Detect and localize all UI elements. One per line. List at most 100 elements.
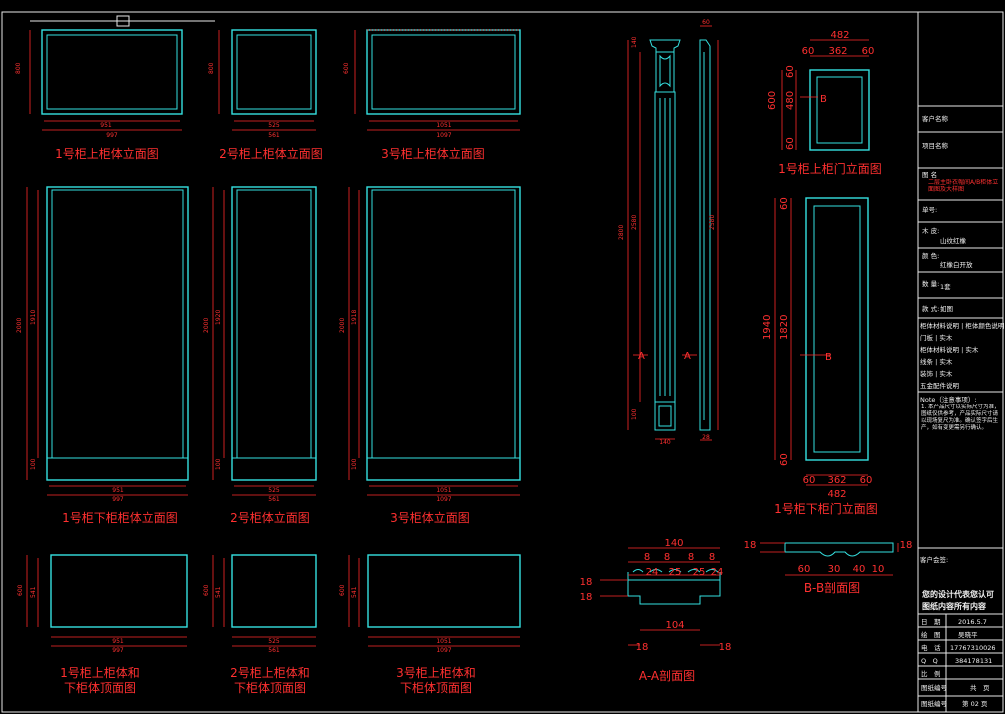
dim-pil-top: 140 (631, 36, 638, 48)
dim-dl-s1: 60 (779, 197, 790, 210)
dim-pil-h: 2800 (618, 225, 625, 240)
dim-t2-inner: 525 (268, 638, 280, 645)
dim-t3-h: 600 (339, 584, 346, 596)
section-mark-a-right: A (684, 351, 691, 362)
top-view-1: 600 541 951 997 (17, 554, 188, 654)
dim-du-s1: 60 (785, 65, 796, 78)
tb-drawing-label: 图 名 (922, 170, 937, 179)
dim-l2-h: 2000 (203, 318, 210, 333)
tb-row-0-k: 日 期 (921, 618, 941, 626)
dim-u2-h: 800 (208, 62, 215, 74)
dim-t2-h2: 541 (215, 586, 222, 598)
pilaster-front: 2800 2580 140 100 140 A A (618, 36, 697, 446)
tb-order-label: 单号: (922, 205, 937, 214)
tb-copyright-1: 您的设计代表您认可 (922, 589, 994, 599)
dim-t1-h: 600 (17, 584, 24, 596)
tb-color-label: 颜 色: (922, 251, 939, 260)
section-aa: 140 8 8 8 8 24 25 25 24 18 18 104 18 18 (580, 538, 732, 653)
dim-pil-side-bot: 28 (702, 434, 710, 441)
dim-l1-outer: 997 (112, 496, 124, 503)
dim-l1-h2: 1910 (30, 310, 37, 325)
tb-veneer-value: 山纹红橡 (940, 236, 967, 245)
tb-qty-value: 1套 (940, 282, 951, 291)
tb-row-6-v: 第 02 页 (962, 699, 988, 708)
dim-pil-bot: 100 (631, 408, 638, 420)
dim-bb-a: 18 (744, 540, 757, 551)
lower-cabinet-2: 2000 1920 100 525 561 (203, 186, 317, 503)
dim-pil-w: 140 (659, 439, 671, 446)
dim-l3-h2: 1918 (351, 310, 358, 325)
tb-spec-2: 柜体材料说明 | 实木 (920, 345, 979, 354)
dim-du-m2: 60 (862, 46, 875, 57)
dim-l1-inner: 951 (112, 487, 124, 494)
dim-bb-b: 60 (798, 564, 811, 575)
dim-pil-h2: 2580 (631, 215, 638, 230)
dim-l1-h: 2000 (16, 318, 23, 333)
dim-u3-inner: 1051 (436, 122, 451, 129)
dim-aa-j: 18 (580, 592, 593, 603)
tb-row-1-k: 绘 图 (921, 630, 941, 639)
dim-l2-b: 100 (215, 458, 222, 470)
tb-note-title: Note（注意事项）: (920, 395, 977, 404)
tb-qty-label: 数 量: (922, 279, 939, 288)
caption-top-2a: 2号柜上柜体和 (230, 666, 310, 680)
dim-l3-inner: 1051 (436, 487, 451, 494)
top-view-2: 600 541 525 561 (203, 554, 317, 654)
tb-project-label: 项目名称 (922, 141, 949, 150)
dim-bb-c: 30 (828, 564, 841, 575)
caption-top-1b: 下柜体顶面图 (64, 681, 136, 695)
tb-row-2-v: 17767310026 (950, 644, 996, 652)
tb-style-label: 款 式: (922, 304, 939, 313)
lower-cabinet-1: 2000 1910 100 951 997 (16, 186, 189, 503)
section-bb: 18 60 30 40 10 18 (744, 540, 913, 576)
tb-note-wrap: 1. 本产品尺寸以实际尺寸为准，图纸仅供参考，产品实际尺寸请以现场复尺为准。确认… (921, 404, 1000, 431)
dim-aa-m: 18 (719, 642, 732, 653)
dim-u3-outer: 1097 (436, 132, 451, 139)
caption-top-3a: 3号柜上柜体和 (396, 666, 476, 680)
caption-section-aa: A-A剖面图 (639, 669, 695, 683)
section-mark-b: B (820, 94, 827, 105)
dim-dl-h2: 1820 (779, 315, 790, 340)
dim-aa-e: 24 (646, 567, 659, 578)
dim-bb-f: 18 (900, 540, 913, 551)
dim-l2-outer: 561 (268, 496, 280, 503)
dim-du-m1: 60 (802, 46, 815, 57)
lower-door: 1940 1820 60 60 60 362 60 482 B (762, 197, 872, 500)
tb-spec-0: 柜体材料说明 | 柜体颜色说明 (920, 321, 1005, 330)
dim-t3-inner: 1051 (436, 638, 451, 645)
pilaster-side: 60 2580 28 (699, 19, 719, 441)
caption-top-1a: 1号柜上柜体和 (60, 666, 140, 680)
sheet-border (1, 11, 1004, 713)
caption-door-lower: 1号柜下柜门立面图 (774, 501, 878, 516)
dim-aa-g: 25 (693, 567, 706, 578)
dim-dl-m2: 60 (860, 475, 873, 486)
dim-aa-w: 140 (664, 538, 683, 549)
dim-u1-inner: 951 (100, 122, 112, 129)
top-view-3: 600 541 1051 1097 (339, 554, 521, 654)
tb-client-label: 客户名称 (922, 114, 949, 123)
tb-color-value: 红橡白开放 (940, 260, 973, 269)
upper-cabinet-1: 800 951 997 (15, 29, 183, 139)
tb-drawing-value: 二层主卧衣帽间A/B柜体立面图及大样图 (928, 179, 999, 193)
caption-section-bb: B-B剖面图 (804, 581, 860, 595)
dim-l3-h: 2000 (339, 318, 346, 333)
dim-l3-b: 100 (351, 458, 358, 470)
dim-pil-side-h: 2580 (709, 215, 716, 230)
dim-u2-outer: 561 (268, 132, 280, 139)
tb-row-0-v: 2016.5.7 (958, 618, 987, 626)
dim-t2-outer: 561 (268, 647, 280, 654)
dim-t3-outer: 1097 (436, 647, 451, 654)
dim-t1-inner: 951 (112, 638, 124, 645)
caption-lower-1: 1号柜下柜柜体立面图 (62, 510, 178, 525)
tb-spec-3: 线条 | 实木 (920, 357, 953, 366)
lower-cabinet-3: 2000 1918 100 1051 1097 (339, 186, 521, 503)
dim-aa-d: 8 (709, 552, 715, 563)
dim-aa-l: 18 (636, 642, 649, 653)
tb-row-4-k: 比 例 (921, 669, 941, 678)
dim-l3-outer: 1097 (436, 496, 451, 503)
dim-aa-k: 104 (665, 620, 684, 631)
dim-t1-outer: 997 (112, 647, 124, 654)
tb-row-5-v: 共 页 (970, 683, 990, 692)
dim-dl-s2: 60 (779, 453, 790, 466)
dim-pil-side-w: 60 (702, 19, 710, 26)
